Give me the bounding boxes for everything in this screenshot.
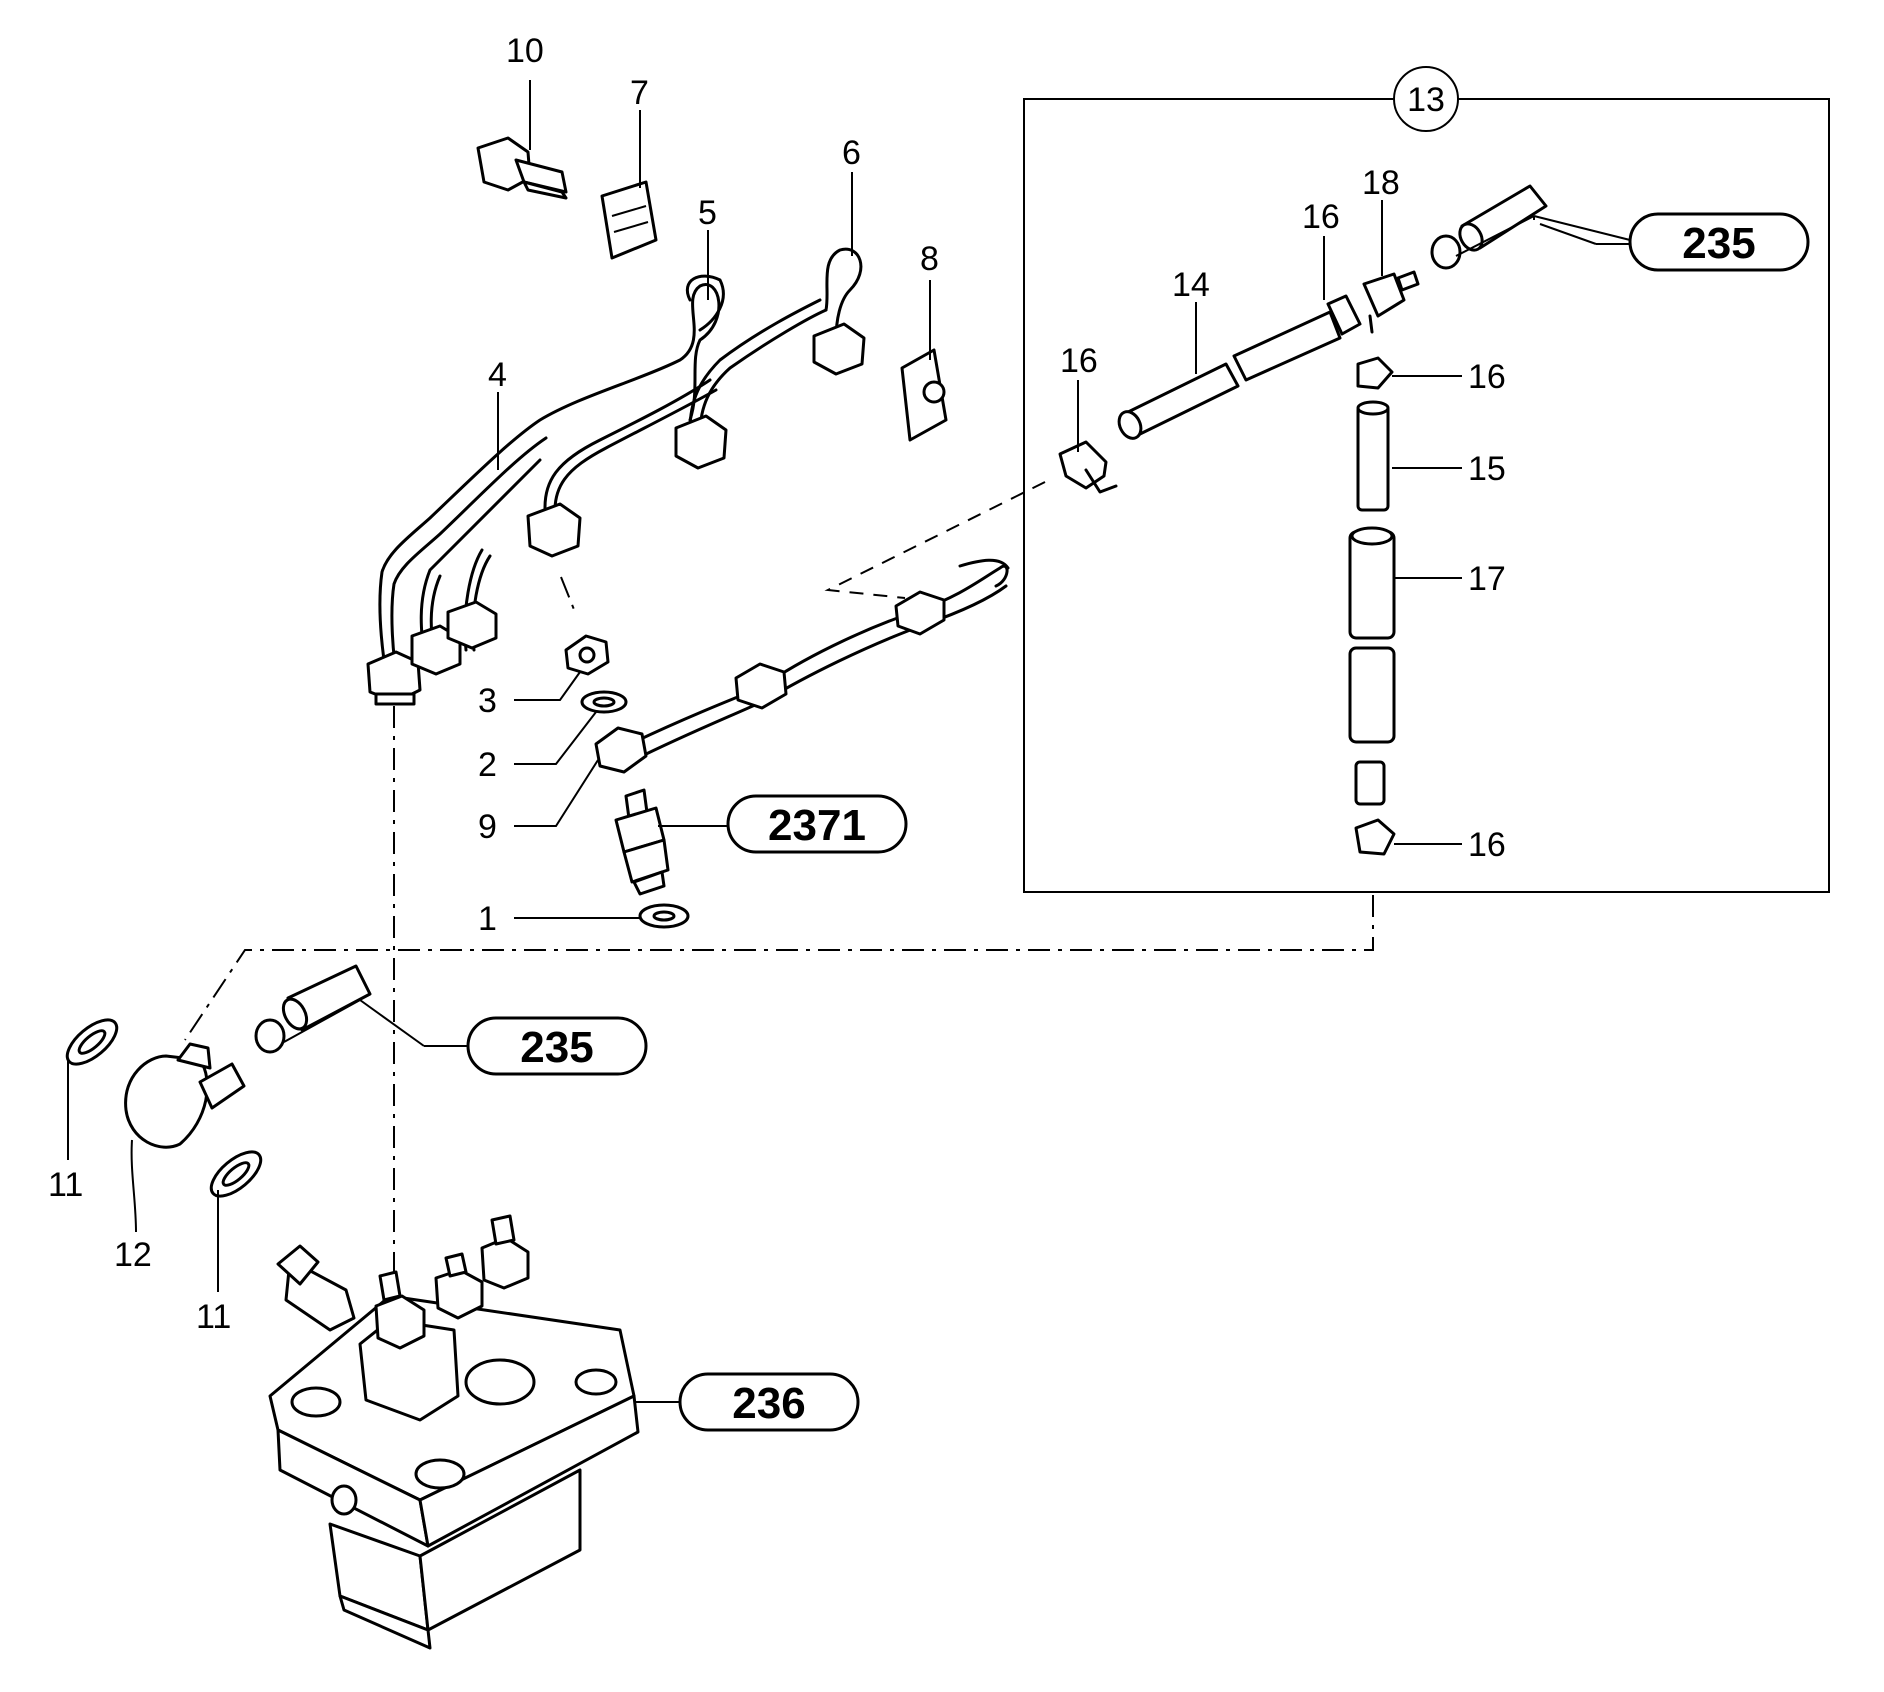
callout-12: 12 [114,1236,152,1274]
callout-18: 18 [1362,164,1400,202]
ref-235-left-label: 235 [520,1023,593,1072]
callout-8: 8 [920,240,939,278]
callout-11-bottom: 11 [196,1298,231,1336]
ref-236-label: 236 [732,1379,805,1428]
ref-box-2371[interactable]: 2371 [726,794,908,854]
ref-box-235-left[interactable]: 235 [466,1016,648,1076]
nozzle-washer-icon [638,903,690,929]
callout-13: 13 [1407,81,1445,119]
pipe-nut-icons [366,322,866,706]
fuel-hose-upper-icon [1232,294,1362,382]
callout-3: 3 [478,682,497,720]
ref-box-236[interactable]: 236 [678,1372,860,1432]
injector-nozzle-icon [614,788,670,896]
ref-2371-label: 2371 [768,801,866,850]
callout-9: 9 [478,808,497,846]
hose-clamp-right-top-icon [1356,356,1394,390]
hose-clamp-left-icon [1058,440,1118,494]
callout-16-left: 16 [1060,342,1098,380]
callout-6: 6 [842,134,861,172]
callout-14: 14 [1172,266,1210,304]
callout-4: 4 [488,356,507,394]
nut-icon [564,634,610,676]
banjo-bolt-icon [476,136,568,200]
pipe-clip-icon [600,180,658,260]
callout-11-left: 11 [48,1166,83,1204]
callout-2: 2 [478,746,497,784]
callout-1: 1 [478,900,497,938]
clamp-plate-icon [900,348,948,442]
callout-7: 7 [630,74,649,112]
callout-10: 10 [506,32,544,70]
callout-16-right: 16 [1468,358,1506,396]
fuel-hose-15-icon [1356,400,1390,512]
callout-17: 17 [1468,560,1506,598]
hose-clamp-bottom-icon [1354,818,1396,856]
banjo-fitting-icon [1362,270,1420,334]
hose-235-top-icon [1430,184,1548,270]
callout-16-bottom: 16 [1468,826,1506,864]
washer-icon [580,690,628,714]
ref-box-235-top[interactable]: 235 [1628,212,1810,272]
connection-lines [184,481,1374,1290]
callout-5: 5 [698,194,717,232]
hose-235-left-icon [254,964,372,1054]
callout-15: 15 [1468,450,1506,488]
fuel-hose-17-icon [1348,526,1396,806]
sealing-washer-icons [65,1018,263,1198]
pump-banjo-icon [124,1042,246,1149]
injection-pump-icon [268,1214,640,1650]
ref-235-top-label: 235 [1682,219,1755,268]
leak-off-pipe-icon [594,558,1010,774]
leader-lines [67,80,1640,1403]
callout-numbers: 10 7 5 6 8 4 3 2 9 1 16 14 16 18 16 15 1… [48,32,1506,1336]
fuel-hose-14-icon [1117,362,1240,440]
callout-16-top: 16 [1302,198,1340,236]
assembly-13-callout: 13 [1393,66,1459,132]
